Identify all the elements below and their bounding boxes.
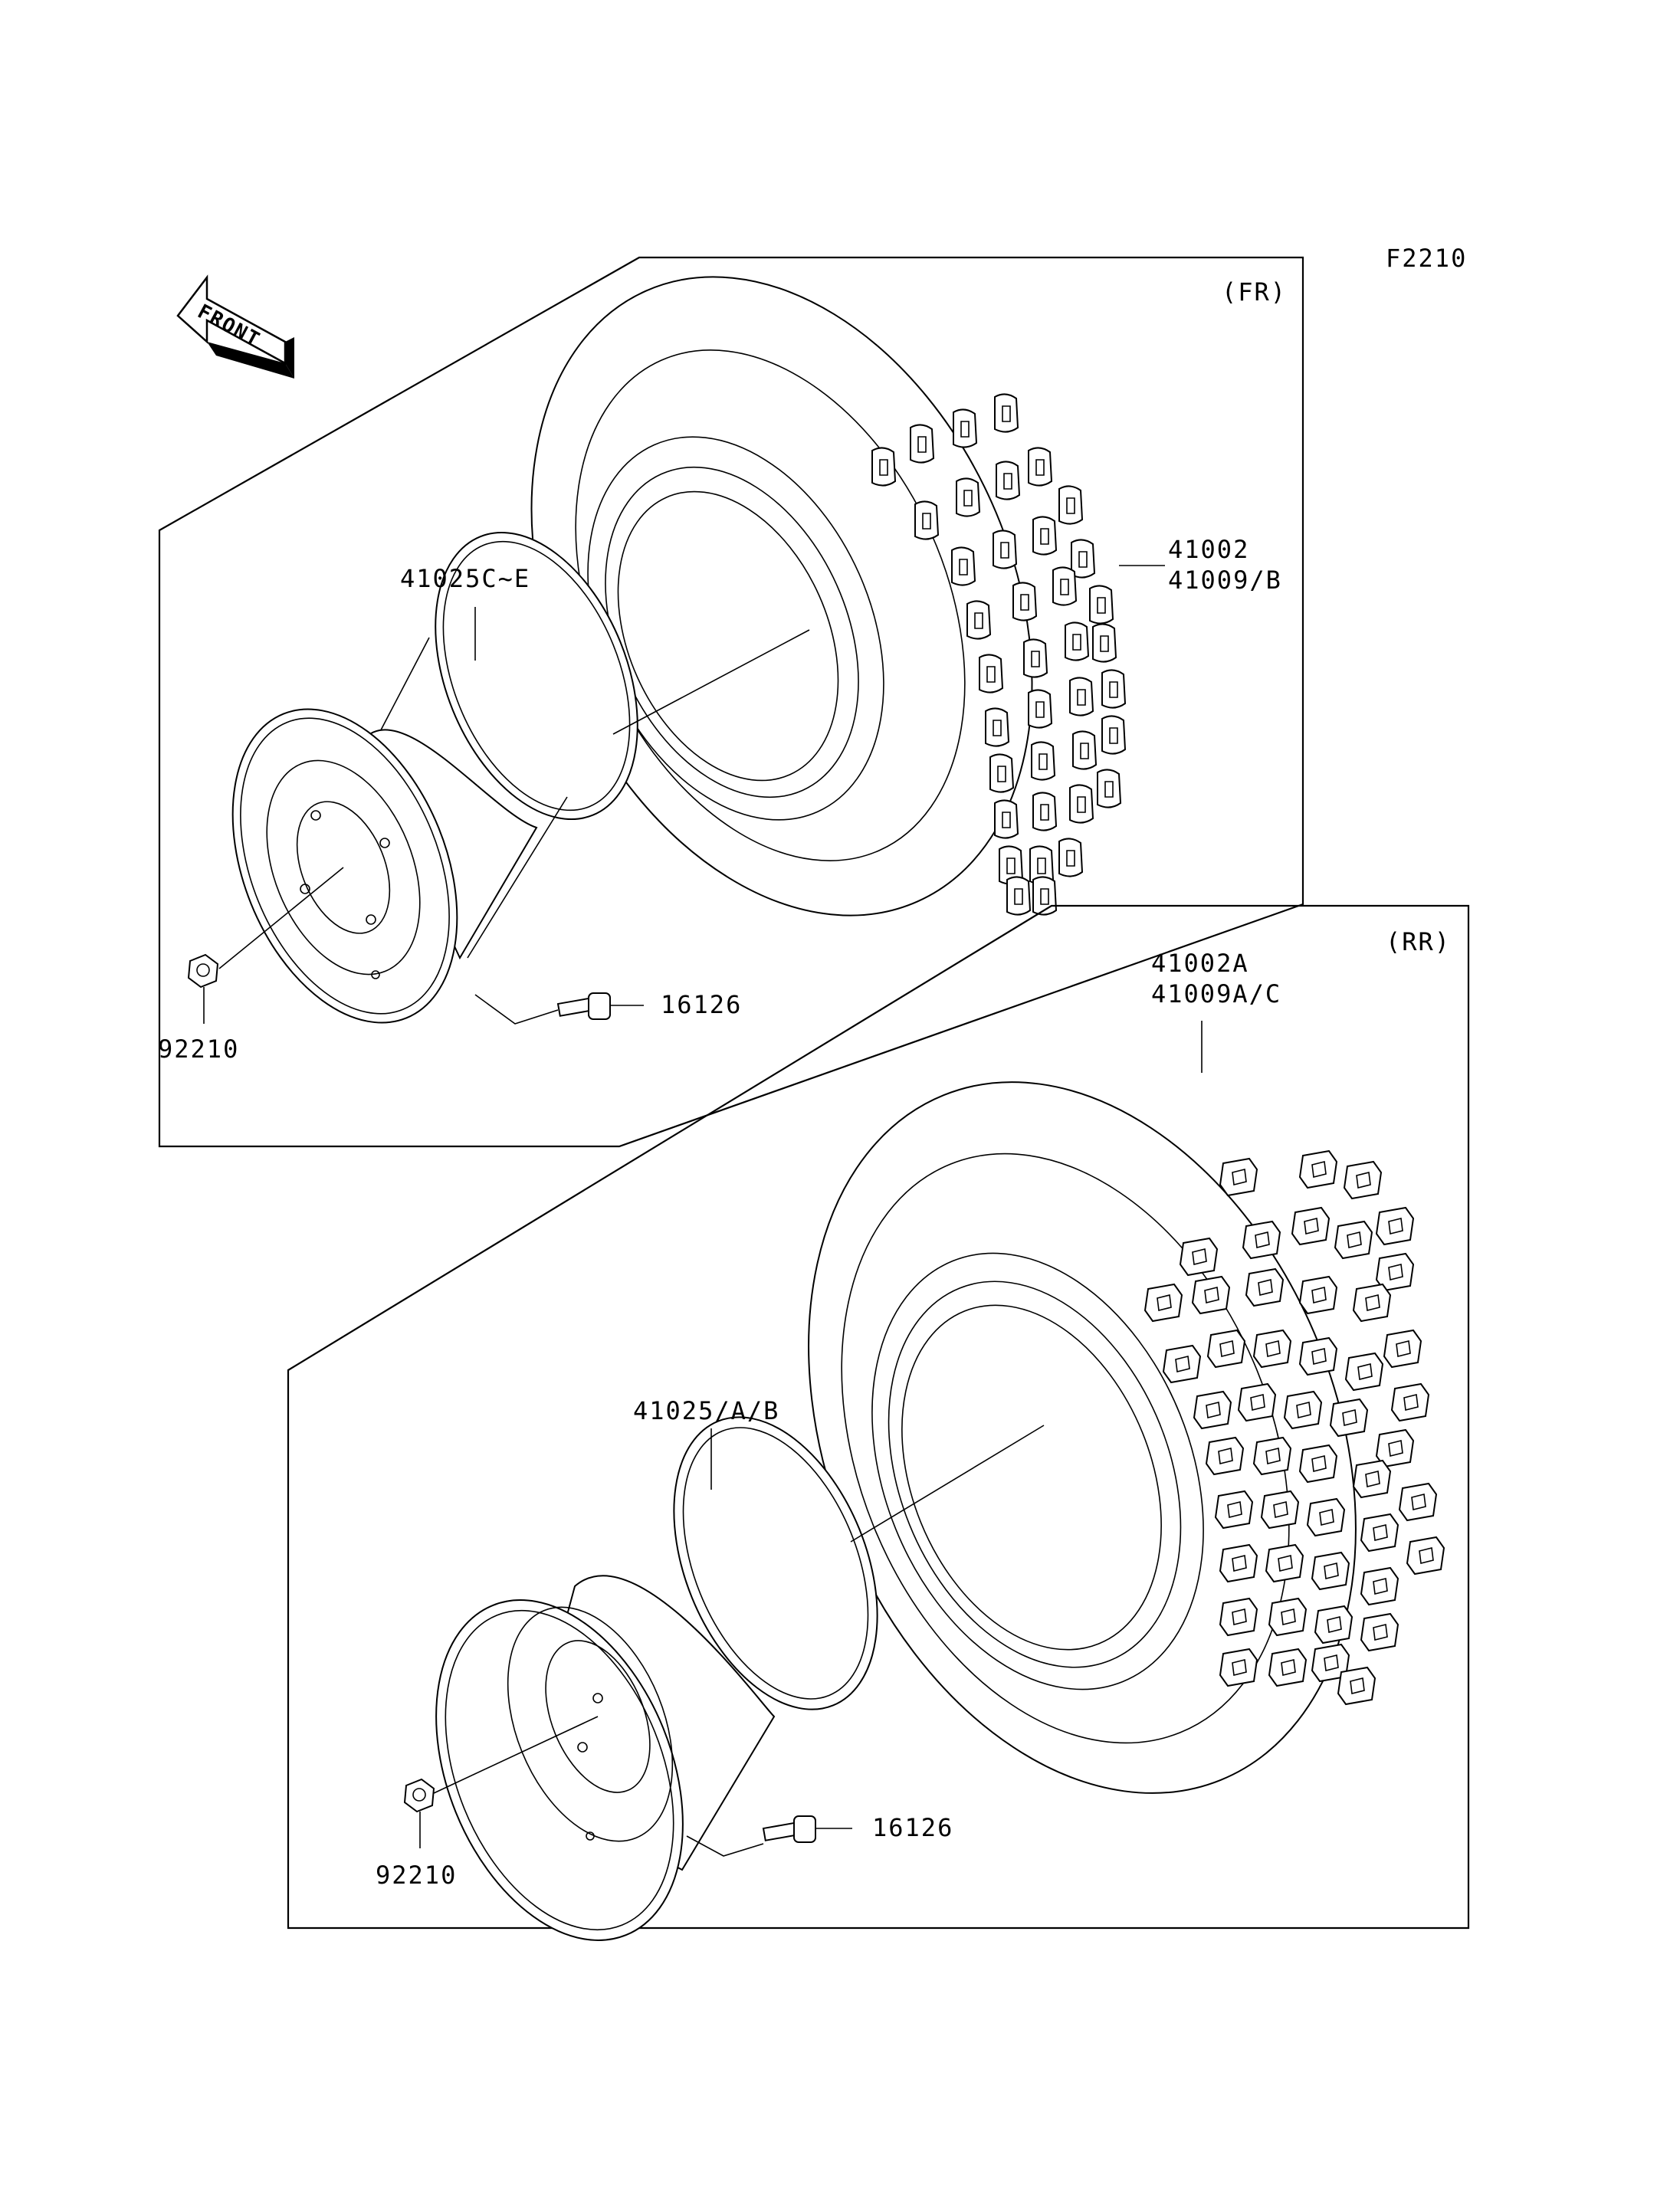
rear-tire: [808, 1081, 1445, 1794]
front-valve-part-label: 16126: [661, 990, 742, 1019]
front-arrow-icon: FRONT: [176, 274, 294, 379]
front-wheel: [231, 531, 638, 1024]
rear-nut-part-label: 92210: [376, 1861, 457, 1890]
front-valve-icon: [556, 992, 611, 1020]
front-nut-icon: [187, 953, 219, 989]
rear-tire-part-label-2: 41009A/C: [1151, 979, 1281, 1008]
front-nut-part-label: 92210: [158, 1035, 239, 1064]
rear-tire-part-label-1: 41002A: [1151, 949, 1249, 978]
rear-valve-icon: [762, 1815, 816, 1843]
front-section: (FR): [158, 256, 1304, 1148]
rear-wheel-part-label: 41025/A/B: [633, 1396, 779, 1425]
front-tire-part-label-2: 41009/B: [1168, 566, 1282, 595]
figure-code: F2210: [1386, 244, 1467, 273]
rear-wheel: [435, 1416, 878, 1941]
front-section-frame: [158, 256, 1304, 1148]
rear-section: (RR): [287, 904, 1470, 1941]
front-tire-part-label-1: 41002: [1168, 535, 1249, 564]
rear-nut-icon: [403, 1778, 435, 1813]
front-wheel-part-label: 41025C~E: [400, 564, 530, 593]
rear-section-tag: (RR): [1386, 927, 1451, 956]
front-section-tag: (FR): [1222, 277, 1287, 307]
rear-valve-part-label: 16126: [872, 1813, 953, 1842]
rear-section-frame: [287, 904, 1470, 1930]
